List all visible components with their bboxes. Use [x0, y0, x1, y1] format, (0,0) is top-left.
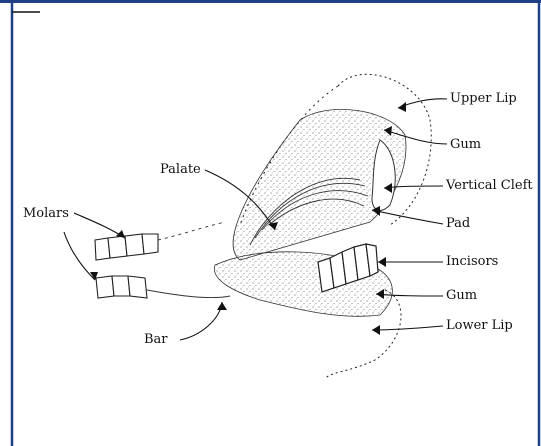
label-pad: Pad: [446, 217, 470, 230]
label-bar: Bar: [144, 333, 168, 346]
label-gum-lower: Gum: [446, 289, 477, 302]
leader-lower-lip: [372, 326, 443, 330]
upper-molars: [95, 234, 158, 260]
leader-bar: [180, 302, 222, 340]
label-palate: Palate: [160, 163, 201, 176]
lower-molars: [96, 276, 147, 298]
label-gum-upper: Gum: [450, 138, 481, 151]
leader-molars-lower: [64, 232, 95, 280]
leader-pad: [372, 210, 443, 224]
label-lower-lip: Lower Lip: [446, 319, 513, 332]
lower-molar-line: [147, 290, 230, 298]
upper-molar-line: [158, 222, 225, 240]
label-molars: Molars: [23, 207, 69, 220]
label-vertical-cleft: Vertical Cleft: [446, 179, 533, 192]
label-incisors: Incisors: [446, 255, 498, 268]
leader-molars-upper: [74, 213, 125, 238]
label-upper-lip: Upper Lip: [450, 92, 517, 105]
